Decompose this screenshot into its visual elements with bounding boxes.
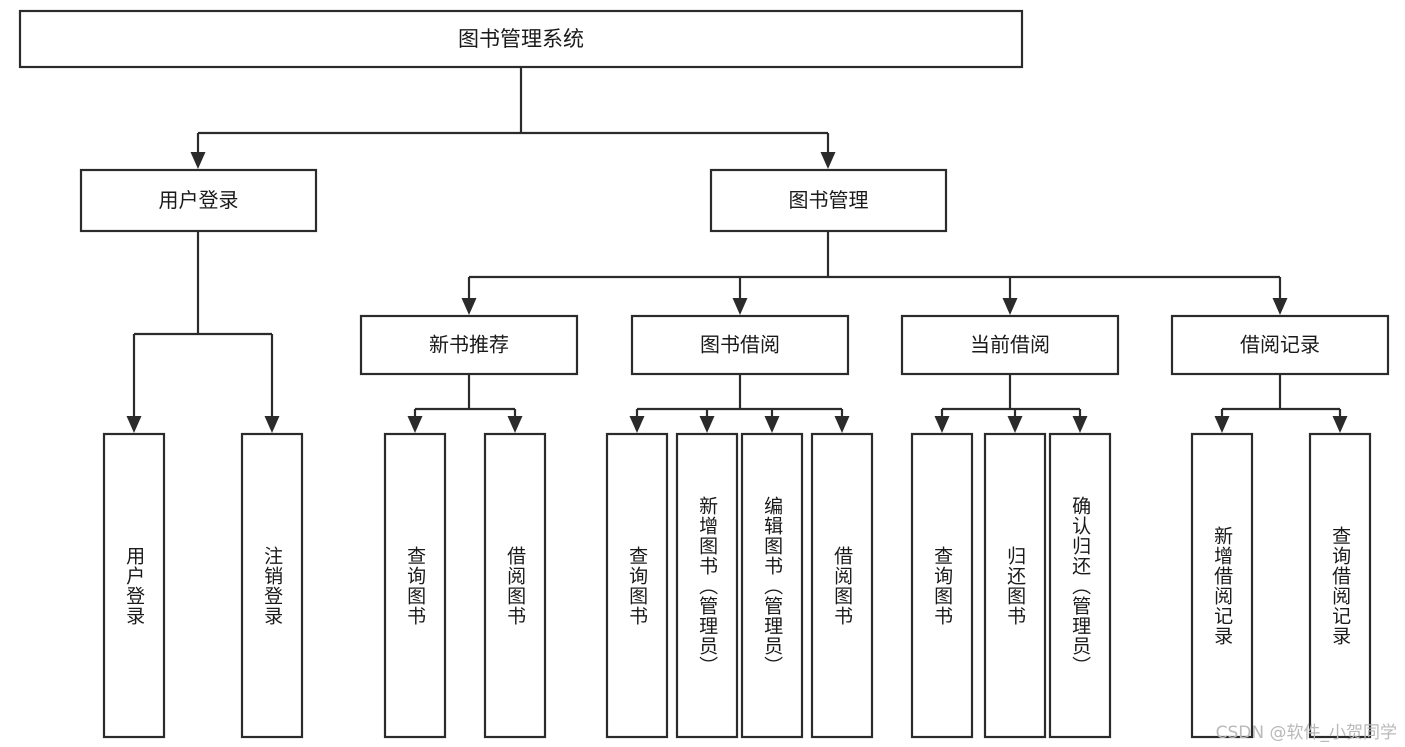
node-level2-1[interactable]	[709, 168, 948, 233]
arrow-head-icon	[1072, 416, 1088, 433]
arrow-head-icon	[1272, 298, 1288, 315]
node-leaf-10[interactable]	[1048, 432, 1112, 739]
arrow-head-icon	[461, 298, 477, 315]
arrow-head-icon	[1007, 416, 1023, 433]
node-level3-1[interactable]	[630, 314, 850, 376]
arrow-head-icon	[264, 416, 280, 433]
node-leaf-5[interactable]	[675, 432, 739, 739]
node-leaf-2[interactable]	[383, 432, 447, 739]
node-root[interactable]	[18, 9, 1024, 69]
node-leaf-6[interactable]	[740, 432, 804, 739]
arrow-head-icon	[1214, 416, 1230, 433]
node-level3-3-label: 借阅记录	[1240, 333, 1320, 357]
node-leaf-7[interactable]	[810, 432, 874, 739]
watermark-text: CSDN @软件_小贺同学	[1215, 723, 1397, 743]
node-level3-2-label: 当前借阅	[970, 333, 1050, 357]
node-level2-0-label: 用户登录	[159, 188, 239, 212]
node-level3-1-label: 图书借阅	[700, 333, 780, 357]
arrow-head-icon	[507, 416, 523, 433]
node-leaf-11[interactable]	[1190, 432, 1254, 739]
node-leaf-4[interactable]	[605, 432, 669, 739]
node-leaf-9[interactable]	[983, 432, 1047, 739]
boxes-layer	[18, 9, 1390, 739]
arrow-head-icon	[190, 152, 206, 169]
node-level2-0[interactable]	[79, 168, 318, 233]
arrow-head-icon	[1332, 416, 1348, 433]
arrow-head-icon	[126, 416, 142, 433]
arrow-head-icon	[820, 152, 836, 169]
node-leaf-1[interactable]	[240, 432, 304, 739]
arrow-head-icon	[629, 416, 645, 433]
node-leaf-8[interactable]	[910, 432, 974, 739]
connector-group	[461, 231, 1288, 315]
arrow-head-icon	[934, 416, 950, 433]
node-level3-2[interactable]	[900, 314, 1120, 376]
arrow-head-icon	[1002, 298, 1018, 315]
node-level2-1-label: 图书管理	[789, 188, 869, 212]
connector-group	[407, 374, 523, 433]
connectors-layer	[126, 67, 1348, 433]
arrow-head-icon	[732, 298, 748, 315]
arrow-head-icon	[407, 416, 423, 433]
connector-group	[934, 374, 1088, 433]
arrow-head-icon	[834, 416, 850, 433]
node-root-label: 图书管理系统	[458, 27, 584, 51]
node-leaf-0[interactable]	[102, 432, 166, 739]
node-leaf-12[interactable]	[1308, 432, 1372, 739]
connector-group	[126, 231, 280, 433]
node-level3-3[interactable]	[1170, 314, 1390, 376]
node-leaf-3[interactable]	[483, 432, 547, 739]
node-level3-0[interactable]	[359, 314, 579, 376]
node-level3-0-label: 新书推荐	[429, 333, 509, 357]
connector-group	[190, 67, 836, 169]
arrow-head-icon	[764, 416, 780, 433]
connector-group	[629, 374, 850, 433]
connector-group	[1214, 374, 1348, 433]
arrow-head-icon	[699, 416, 715, 433]
